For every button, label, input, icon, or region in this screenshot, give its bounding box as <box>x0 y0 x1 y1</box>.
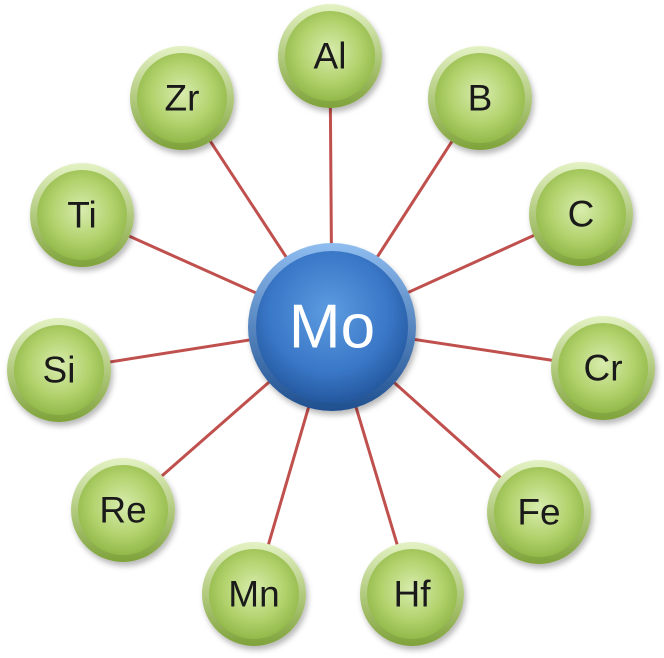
satellite-node-si: Si <box>7 318 111 422</box>
satellite-circle-fe <box>494 467 584 557</box>
satellite-circle-c <box>536 169 626 259</box>
satellite-circle-hf <box>367 549 457 639</box>
satellite-node-b: B <box>428 46 532 150</box>
satellite-node-ti: Ti <box>30 163 134 267</box>
satellite-node-c: C <box>529 162 633 266</box>
satellite-node-mn: Mn <box>202 542 306 646</box>
satellite-label-re: Re <box>99 490 146 531</box>
satellite-label-hf: Hf <box>394 574 432 615</box>
satellite-node-cr: Cr <box>551 316 655 420</box>
satellite-circle-ti <box>37 170 127 260</box>
satellite-label-ti: Ti <box>67 195 96 236</box>
satellite-node-al: Al <box>278 4 382 108</box>
hub-node-mo: Mo <box>248 243 416 411</box>
satellite-label-mn: Mn <box>228 574 279 615</box>
satellite-circle-si <box>14 325 104 415</box>
satellite-label-si: Si <box>43 350 76 391</box>
satellite-node-fe: Fe <box>487 460 591 564</box>
satellite-label-fe: Fe <box>517 492 560 533</box>
satellite-circle-b <box>435 53 525 143</box>
satellite-label-al: Al <box>314 36 347 77</box>
satellite-node-re: Re <box>71 458 175 562</box>
satellite-circle-cr <box>558 323 648 413</box>
satellite-node-hf: Hf <box>360 542 464 646</box>
satellite-circle-re <box>78 465 168 555</box>
satellite-label-zr: Zr <box>165 78 200 119</box>
hub-circle <box>256 251 408 403</box>
satellite-circle-mn <box>209 549 299 639</box>
satellite-circle-al <box>285 11 375 101</box>
hub-label: Mo <box>289 293 375 362</box>
satellite-label-b: B <box>468 78 493 119</box>
satellite-label-cr: Cr <box>583 348 622 389</box>
satellite-label-c: C <box>568 194 595 235</box>
satellite-circle-zr <box>137 53 227 143</box>
satellite-node-zr: Zr <box>130 46 234 150</box>
